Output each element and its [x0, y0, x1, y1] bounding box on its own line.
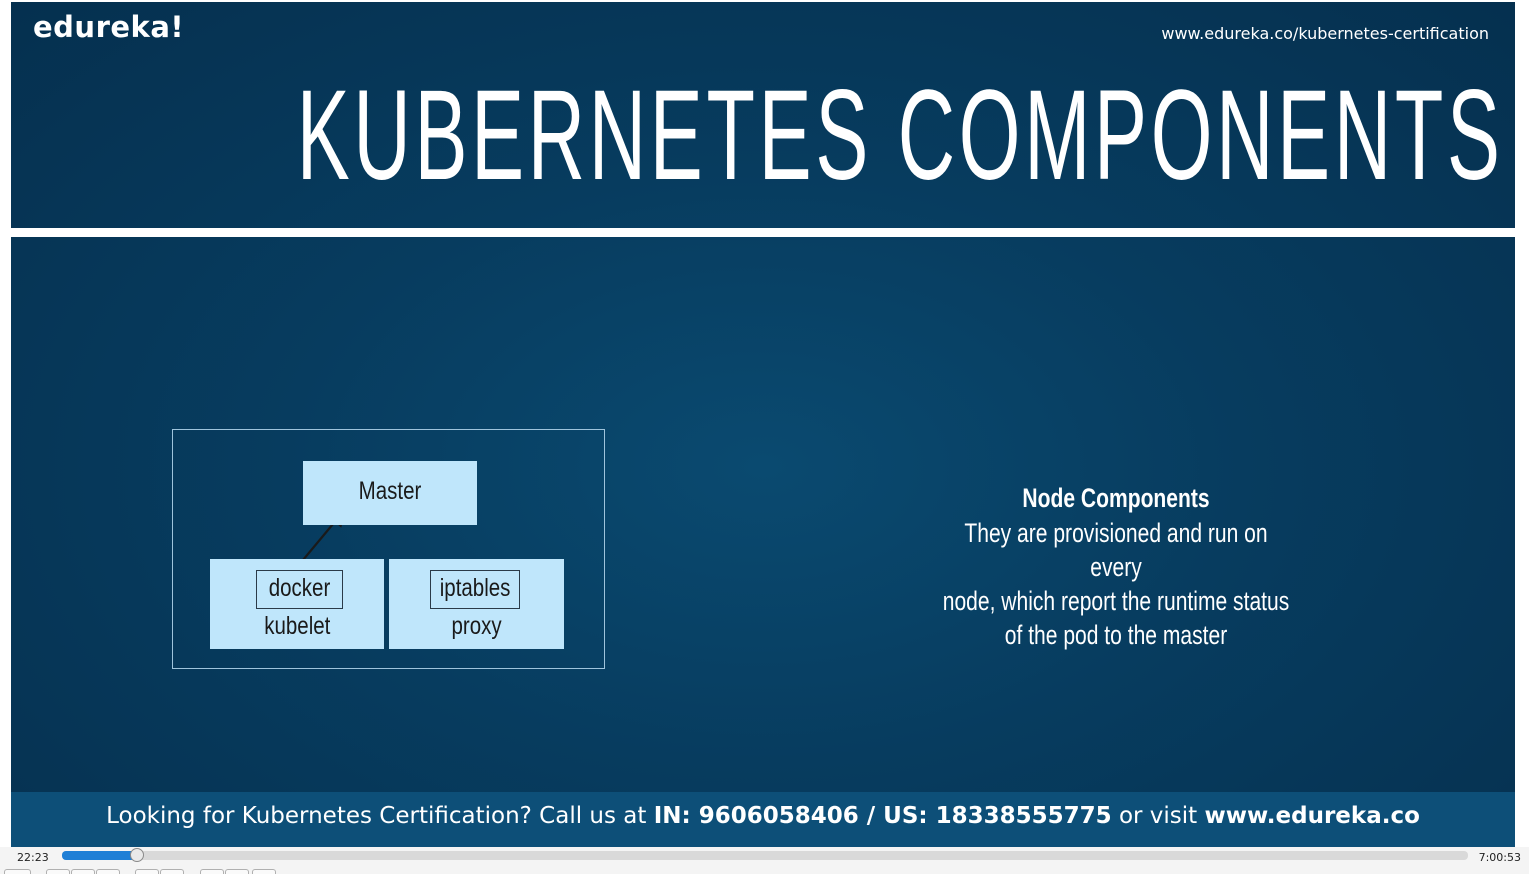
slide-title: KUBERNETES COMPONENTS: [296, 64, 1504, 207]
player-controls: 22:23 7:00:53: [0, 847, 1529, 874]
stop-button[interactable]: [46, 869, 70, 874]
footer-phone-numbers: IN: 9606058406 / US: 18338555775: [653, 803, 1112, 829]
settings-button[interactable]: [252, 869, 276, 874]
node-components-heading: Node Components: [1022, 483, 1210, 513]
kubelet-label: kubelet: [263, 612, 331, 640]
footer-text: Looking for Kubernetes Certification? Ca…: [11, 803, 1515, 829]
control-buttons-row: [0, 869, 1529, 874]
docker-label: docker: [268, 574, 331, 602]
node-components-description: Node Components They are provisioned and…: [891, 480, 1341, 652]
architecture-diagram: Master docker kubelet iptables proxy: [172, 429, 605, 669]
footer-banner: Looking for Kubernetes Certification? Ca…: [11, 792, 1515, 847]
shuffle-button[interactable]: [225, 869, 249, 874]
edureka-logo: edureka!: [33, 10, 185, 44]
seek-handle[interactable]: [129, 848, 144, 862]
title-divider: [11, 228, 1515, 237]
description-line: node, which report the runtime status: [942, 586, 1290, 616]
seek-bar[interactable]: [62, 848, 1468, 862]
description-line: They are provisioned and run on every: [964, 518, 1268, 582]
next-button[interactable]: [96, 869, 120, 874]
fullscreen-button[interactable]: [135, 869, 159, 874]
play-button[interactable]: [4, 869, 31, 874]
docker-box: docker: [256, 570, 343, 609]
seek-progress: [62, 851, 137, 860]
course-url: www.edureka.co/kubernetes-certification: [1161, 24, 1489, 43]
worker-node-kubelet: docker kubelet: [210, 559, 384, 649]
master-label: Master: [358, 477, 422, 505]
proxy-label-wrap: proxy: [389, 609, 564, 643]
footer-prefix: Looking for Kubernetes Certification? Ca…: [106, 803, 654, 829]
video-frame[interactable]: edureka! www.edureka.co/kubernetes-certi…: [11, 2, 1515, 847]
kubelet-label-wrap: kubelet: [210, 609, 384, 643]
worker-node-proxy: iptables proxy: [389, 559, 564, 649]
footer-middle: or visit: [1111, 803, 1205, 829]
master-node-box: Master: [303, 461, 477, 525]
playlist-button[interactable]: [160, 869, 184, 874]
total-duration: 7:00:53: [1478, 851, 1521, 864]
current-time: 22:23: [17, 851, 49, 864]
description-line: of the pod to the master: [1004, 620, 1228, 650]
iptables-box: iptables: [430, 570, 520, 609]
footer-website: www.edureka.co: [1204, 803, 1420, 829]
proxy-label: proxy: [451, 612, 502, 640]
node-components-body: They are provisioned and run on every no…: [941, 516, 1292, 652]
loop-button[interactable]: [200, 869, 224, 874]
previous-button[interactable]: [71, 869, 95, 874]
iptables-label: iptables: [439, 574, 511, 602]
